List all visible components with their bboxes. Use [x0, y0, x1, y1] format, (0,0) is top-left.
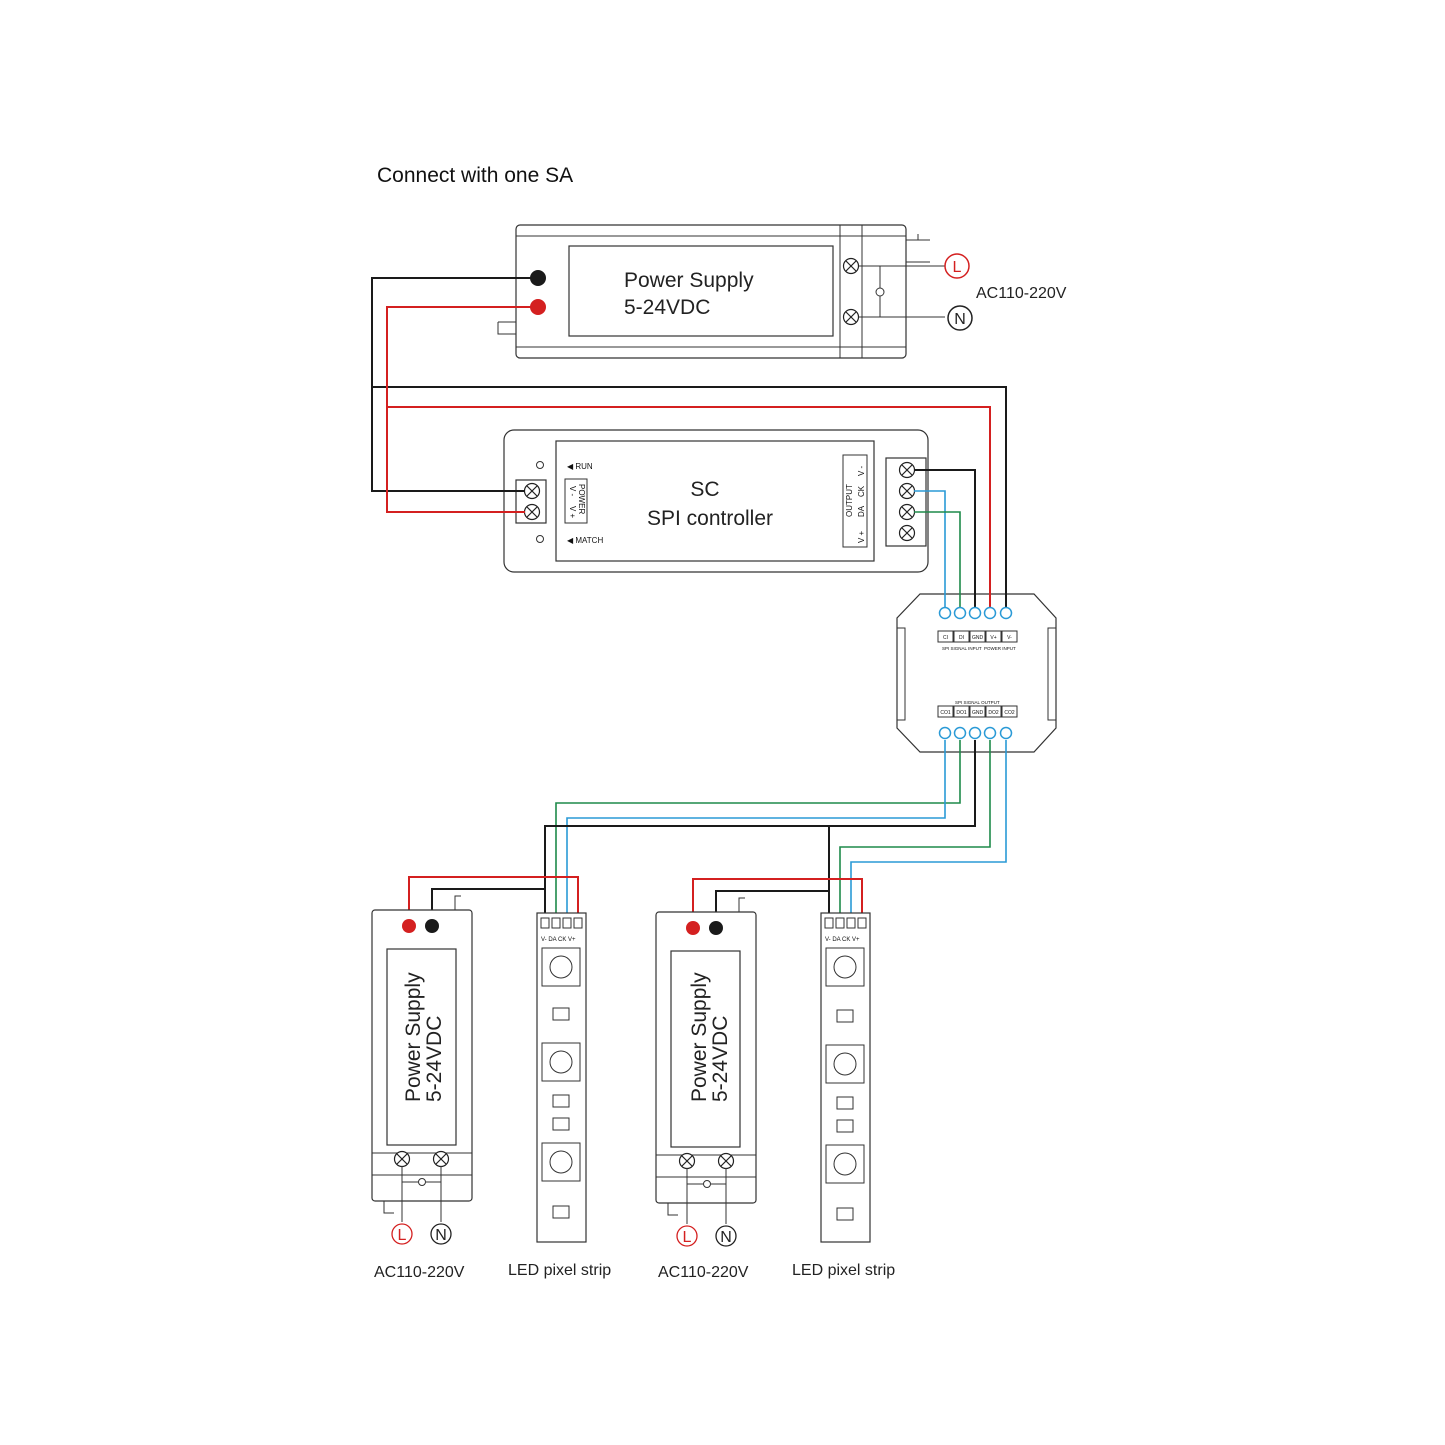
- amp-output-labels: SPI SIGNAL OUTPUT CO1 DO1 GND DO2 CO2: [937, 700, 1018, 718]
- controller-subtitle: SPI controller: [647, 507, 773, 530]
- branch-1-live-label: L: [398, 1227, 407, 1244]
- output-v-plus-screw-icon: [898, 524, 916, 542]
- branch-2-psu-line2: 5-24VDC: [709, 1016, 732, 1102]
- amp-input-di: DI: [959, 635, 964, 641]
- main-psu-line2: 5-24VDC: [624, 296, 710, 319]
- spi-signal-output-label: SPI SIGNAL OUTPUT: [955, 700, 1000, 705]
- live-marker-label: L: [953, 259, 962, 276]
- amp-input-labels: CI DI GND V+ V- SPI SIGNAL INPUT POWER I…: [937, 630, 1018, 651]
- amp-output-do2: DO2: [988, 710, 999, 716]
- power-block-label: POWER: [577, 484, 586, 514]
- output-v-minus-label: V -: [857, 465, 866, 476]
- branch-1-strip-label: LED pixel strip: [508, 1262, 611, 1279]
- power-plus-screw-icon: [523, 503, 541, 521]
- main-ac-markers: L N AC110-220V: [944, 253, 1067, 331]
- output-v-minus-screw-icon: [898, 461, 916, 479]
- live-marker-icon: [944, 253, 970, 279]
- diagram-title: Connect with one SA: [377, 164, 573, 187]
- wires: [371, 277, 1007, 928]
- controller-title: SC: [690, 478, 719, 501]
- branch-2-led-strip: V- DA CK V+ LED pixel strip: [792, 912, 895, 1279]
- branch-2-neutral-label: N: [720, 1229, 732, 1246]
- branch-1-psu-line2: 5-24VDC: [423, 1016, 446, 1102]
- ac-neutral-screw-icon: [842, 308, 860, 326]
- branch-1-power-supply: Power Supply 5-24VDC L N AC110-220V: [371, 895, 473, 1281]
- main-ac-label: AC110-220V: [976, 285, 1067, 302]
- output-ck-screw-icon: [898, 482, 916, 500]
- branch-2-psu-line1: Power Supply: [688, 972, 711, 1102]
- branch-2-strip-label: LED pixel strip: [792, 1262, 895, 1279]
- amp-output-do1: DO1: [956, 710, 967, 716]
- sa-amplifier: CI DI GND V+ V- SPI SIGNAL INPUT POWER I…: [896, 593, 1057, 753]
- branch-1-strip-pins: V- DA CK V+: [541, 937, 576, 943]
- spi-controller: SC SPI controller ◀ RUN ◀ MATCH POWER V …: [503, 429, 929, 573]
- amp-output-gnd: GND: [972, 710, 984, 716]
- branch-2-live-label: L: [683, 1229, 692, 1246]
- branch-1: Power Supply 5-24VDC L N AC110-220V V- D…: [371, 895, 611, 1281]
- output-v-plus-label: V +: [857, 530, 866, 543]
- ac-live-screw-icon: [842, 257, 860, 275]
- power-plus-label: V +: [568, 506, 577, 519]
- branch-2-strip-pins: V- DA CK V+: [825, 937, 860, 943]
- branch-1-neutral-label: N: [435, 1227, 447, 1244]
- branch-2-power-supply: Power Supply 5-24VDC L N AC110-220V: [655, 897, 757, 1281]
- power-minus-label: V -: [568, 486, 577, 497]
- match-indicator-label: ◀ MATCH: [567, 536, 603, 545]
- neutral-marker-icon: [947, 305, 973, 331]
- branch-2-ac-label: AC110-220V: [658, 1264, 749, 1281]
- main-psu-line1: Power Supply: [624, 269, 754, 292]
- neutral-marker-label: N: [954, 311, 966, 328]
- branch-1-ac-label: AC110-220V: [374, 1264, 465, 1281]
- amp-output-co2: CO2: [1004, 710, 1015, 716]
- power-input-label: POWER INPUT: [984, 646, 1016, 651]
- amp-input-gnd: GND: [972, 635, 984, 641]
- output-da-screw-icon: [898, 503, 916, 521]
- run-indicator-label: ◀ RUN: [567, 462, 593, 471]
- branch-1-led-strip: V- DA CK V+ LED pixel strip: [508, 912, 611, 1279]
- amp-input-vplus: V+: [990, 635, 996, 641]
- amp-output-co1: CO1: [940, 710, 951, 716]
- power-minus-screw-icon: [523, 482, 541, 500]
- amp-input-vminus: V-: [1007, 635, 1012, 641]
- output-block-label: OUTPUT: [845, 484, 854, 517]
- output-da-label: DA: [857, 505, 866, 517]
- amp-input-ci: CI: [943, 635, 948, 641]
- main-power-supply: Power Supply 5-24VDC: [497, 224, 945, 359]
- branch-2: Power Supply 5-24VDC L N AC110-220V V- D…: [655, 897, 895, 1281]
- spi-signal-input-label: SPI SIGNAL INPUT: [942, 646, 982, 651]
- branch-1-psu-line1: Power Supply: [402, 972, 425, 1102]
- output-ck-label: CK: [857, 485, 866, 497]
